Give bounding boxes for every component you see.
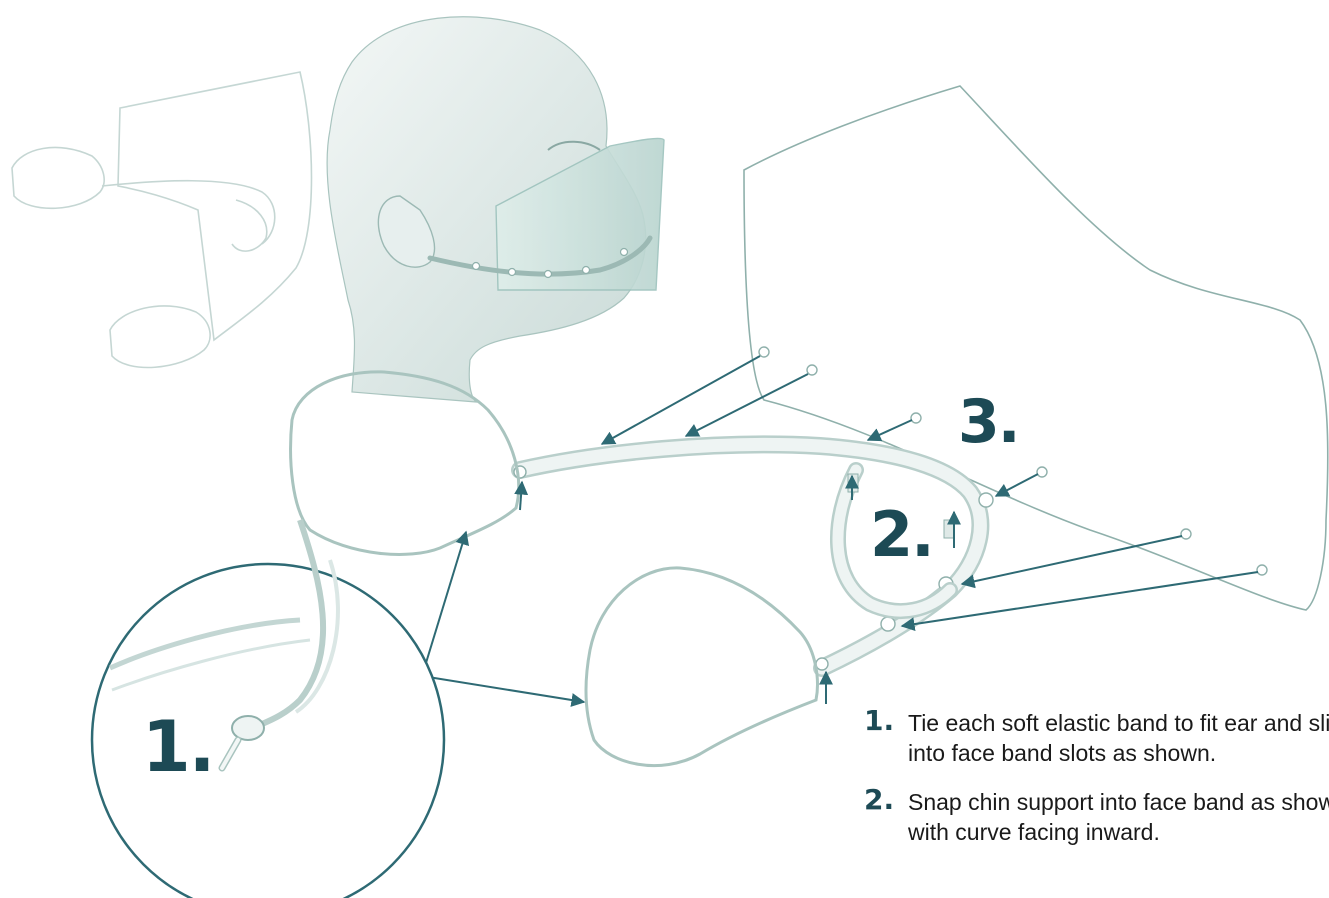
instruction-step-2: 2. Snap chin support into face band as s… [864,787,1329,848]
instruction-text: Tie each soft elastic band to fit ear an… [908,708,1329,769]
callout-step-1: 1. [142,712,213,782]
elastic-ear-loops [291,372,818,766]
instructions-list: 1. Tie each soft elastic band to fit ear… [864,708,1329,865]
shield-slot-holes [759,347,1267,575]
callout-step-2: 2. [870,504,933,566]
assembled-shield-ghost [12,72,312,367]
instruction-number: 1. [864,705,908,737]
assembly-arrows [422,356,1258,704]
instruction-number: 2. [864,784,908,816]
head-illustration [327,17,664,402]
face-shield-sheet [744,86,1328,610]
callout-step-3: 3. [958,392,1019,452]
instruction-text: Snap chin support into face band as show… [908,787,1329,848]
instruction-step-1: 1. Tie each soft elastic band to fit ear… [864,708,1329,769]
